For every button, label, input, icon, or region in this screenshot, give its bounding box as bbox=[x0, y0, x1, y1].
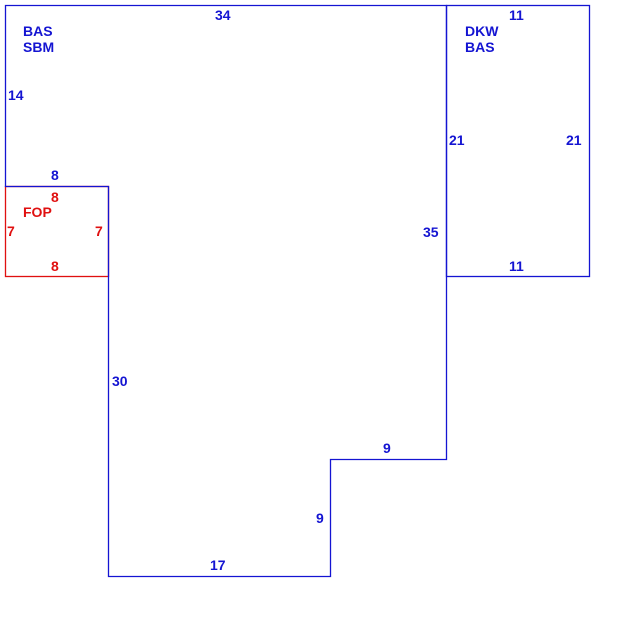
main-dim-bottom: 17 bbox=[210, 557, 226, 573]
porch-dim-bottom: 8 bbox=[51, 258, 59, 274]
main-area-outline bbox=[4, 4, 448, 578]
deck-dim-bottom: 11 bbox=[509, 258, 524, 274]
main-code-1: BAS bbox=[23, 23, 53, 39]
deck-code-1: DKW bbox=[465, 23, 499, 39]
porch-dim-left: 7 bbox=[7, 223, 15, 239]
porch-dim-right: 7 bbox=[95, 223, 103, 239]
main-code-2: SBM bbox=[23, 39, 54, 55]
deck-dim-top: 11 bbox=[509, 7, 524, 23]
main-dim-left-lower: 30 bbox=[112, 373, 128, 389]
main-dim-notch-vertical: 9 bbox=[316, 510, 324, 526]
main-dim-step-top: 8 bbox=[51, 167, 59, 183]
main-dim-top: 34 bbox=[215, 7, 231, 23]
deck-outline bbox=[445, 4, 591, 278]
porch-code: FOP bbox=[23, 204, 52, 220]
main-dim-notch-horizontal: 9 bbox=[383, 440, 391, 456]
deck-dim-right: 21 bbox=[566, 132, 582, 148]
deck-dim-left: 21 bbox=[449, 132, 465, 148]
main-dim-left-upper: 14 bbox=[8, 87, 24, 103]
porch-dim-top: 8 bbox=[51, 189, 59, 205]
main-dim-right: 35 bbox=[423, 224, 439, 240]
deck-code-2: BAS bbox=[465, 39, 495, 55]
